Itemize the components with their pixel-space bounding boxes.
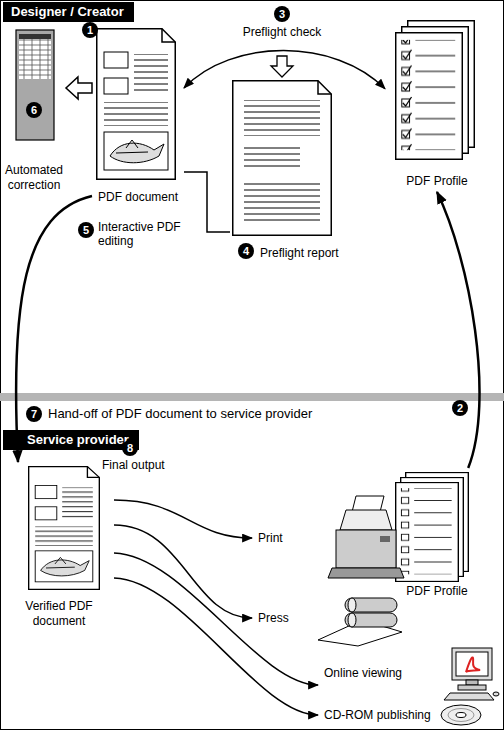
node-label: Automated correction	[2, 163, 66, 192]
node-label: PDF document	[98, 190, 178, 204]
flow-arrow	[437, 192, 480, 468]
node-label: Preflight report	[260, 246, 339, 260]
output-node: Print	[252, 492, 404, 584]
callout-number: 4	[238, 243, 254, 259]
node-label: Print	[258, 531, 283, 545]
callout-number: 8	[122, 440, 138, 456]
profile-node: PDF Profile	[385, 18, 489, 192]
flow-arrow	[184, 172, 230, 232]
annotation-text: Interactive PDF editing	[98, 220, 198, 249]
callout-number: 7	[26, 406, 42, 422]
callout-number: 1	[82, 22, 98, 38]
flow-arrow	[184, 51, 385, 89]
profile-node: PDF Profile	[385, 468, 489, 602]
node-label: PDF Profile	[406, 584, 467, 598]
region-band: Service providerVerified PDF document PDF…	[0, 428, 504, 730]
output-node: CD-ROM publishing	[318, 702, 488, 728]
flow-arrow	[114, 525, 252, 618]
flow-arrow	[114, 500, 252, 538]
document-node: Verified PDF document	[4, 462, 114, 632]
callout-number: 3	[274, 6, 290, 22]
output-node: Online viewing	[318, 648, 498, 698]
node-label: Online viewing	[324, 666, 402, 680]
node-label: CD-ROM publishing	[324, 708, 431, 722]
node-label: Verified PDF document	[4, 599, 114, 628]
report-node: Preflight report	[230, 78, 370, 262]
flow-arrow	[66, 77, 92, 99]
band-heading: Designer / Creator	[11, 2, 124, 22]
flow-arrow	[114, 578, 318, 715]
node-label: Press	[258, 611, 289, 625]
annotation-text: Final output	[102, 458, 165, 472]
output-node: Press	[252, 590, 404, 646]
callout-number: 2	[452, 400, 468, 416]
node-label: PDF Profile	[406, 174, 467, 188]
callout-number: 6	[26, 102, 42, 118]
callout-number: 5	[78, 222, 94, 238]
region-band: Designer / CreatorPDF document PDF Profil…	[0, 0, 504, 398]
annotation-text: Hand-off of PDF document to service prov…	[48, 406, 312, 422]
flow-arrow	[114, 553, 318, 685]
document-node: PDF document	[92, 26, 184, 208]
band-heading: Service provider	[27, 430, 129, 450]
band-tab: Service provider	[3, 430, 139, 450]
edge-label: Preflight check	[240, 25, 325, 39]
band-tab: Designer / Creator	[3, 2, 134, 22]
